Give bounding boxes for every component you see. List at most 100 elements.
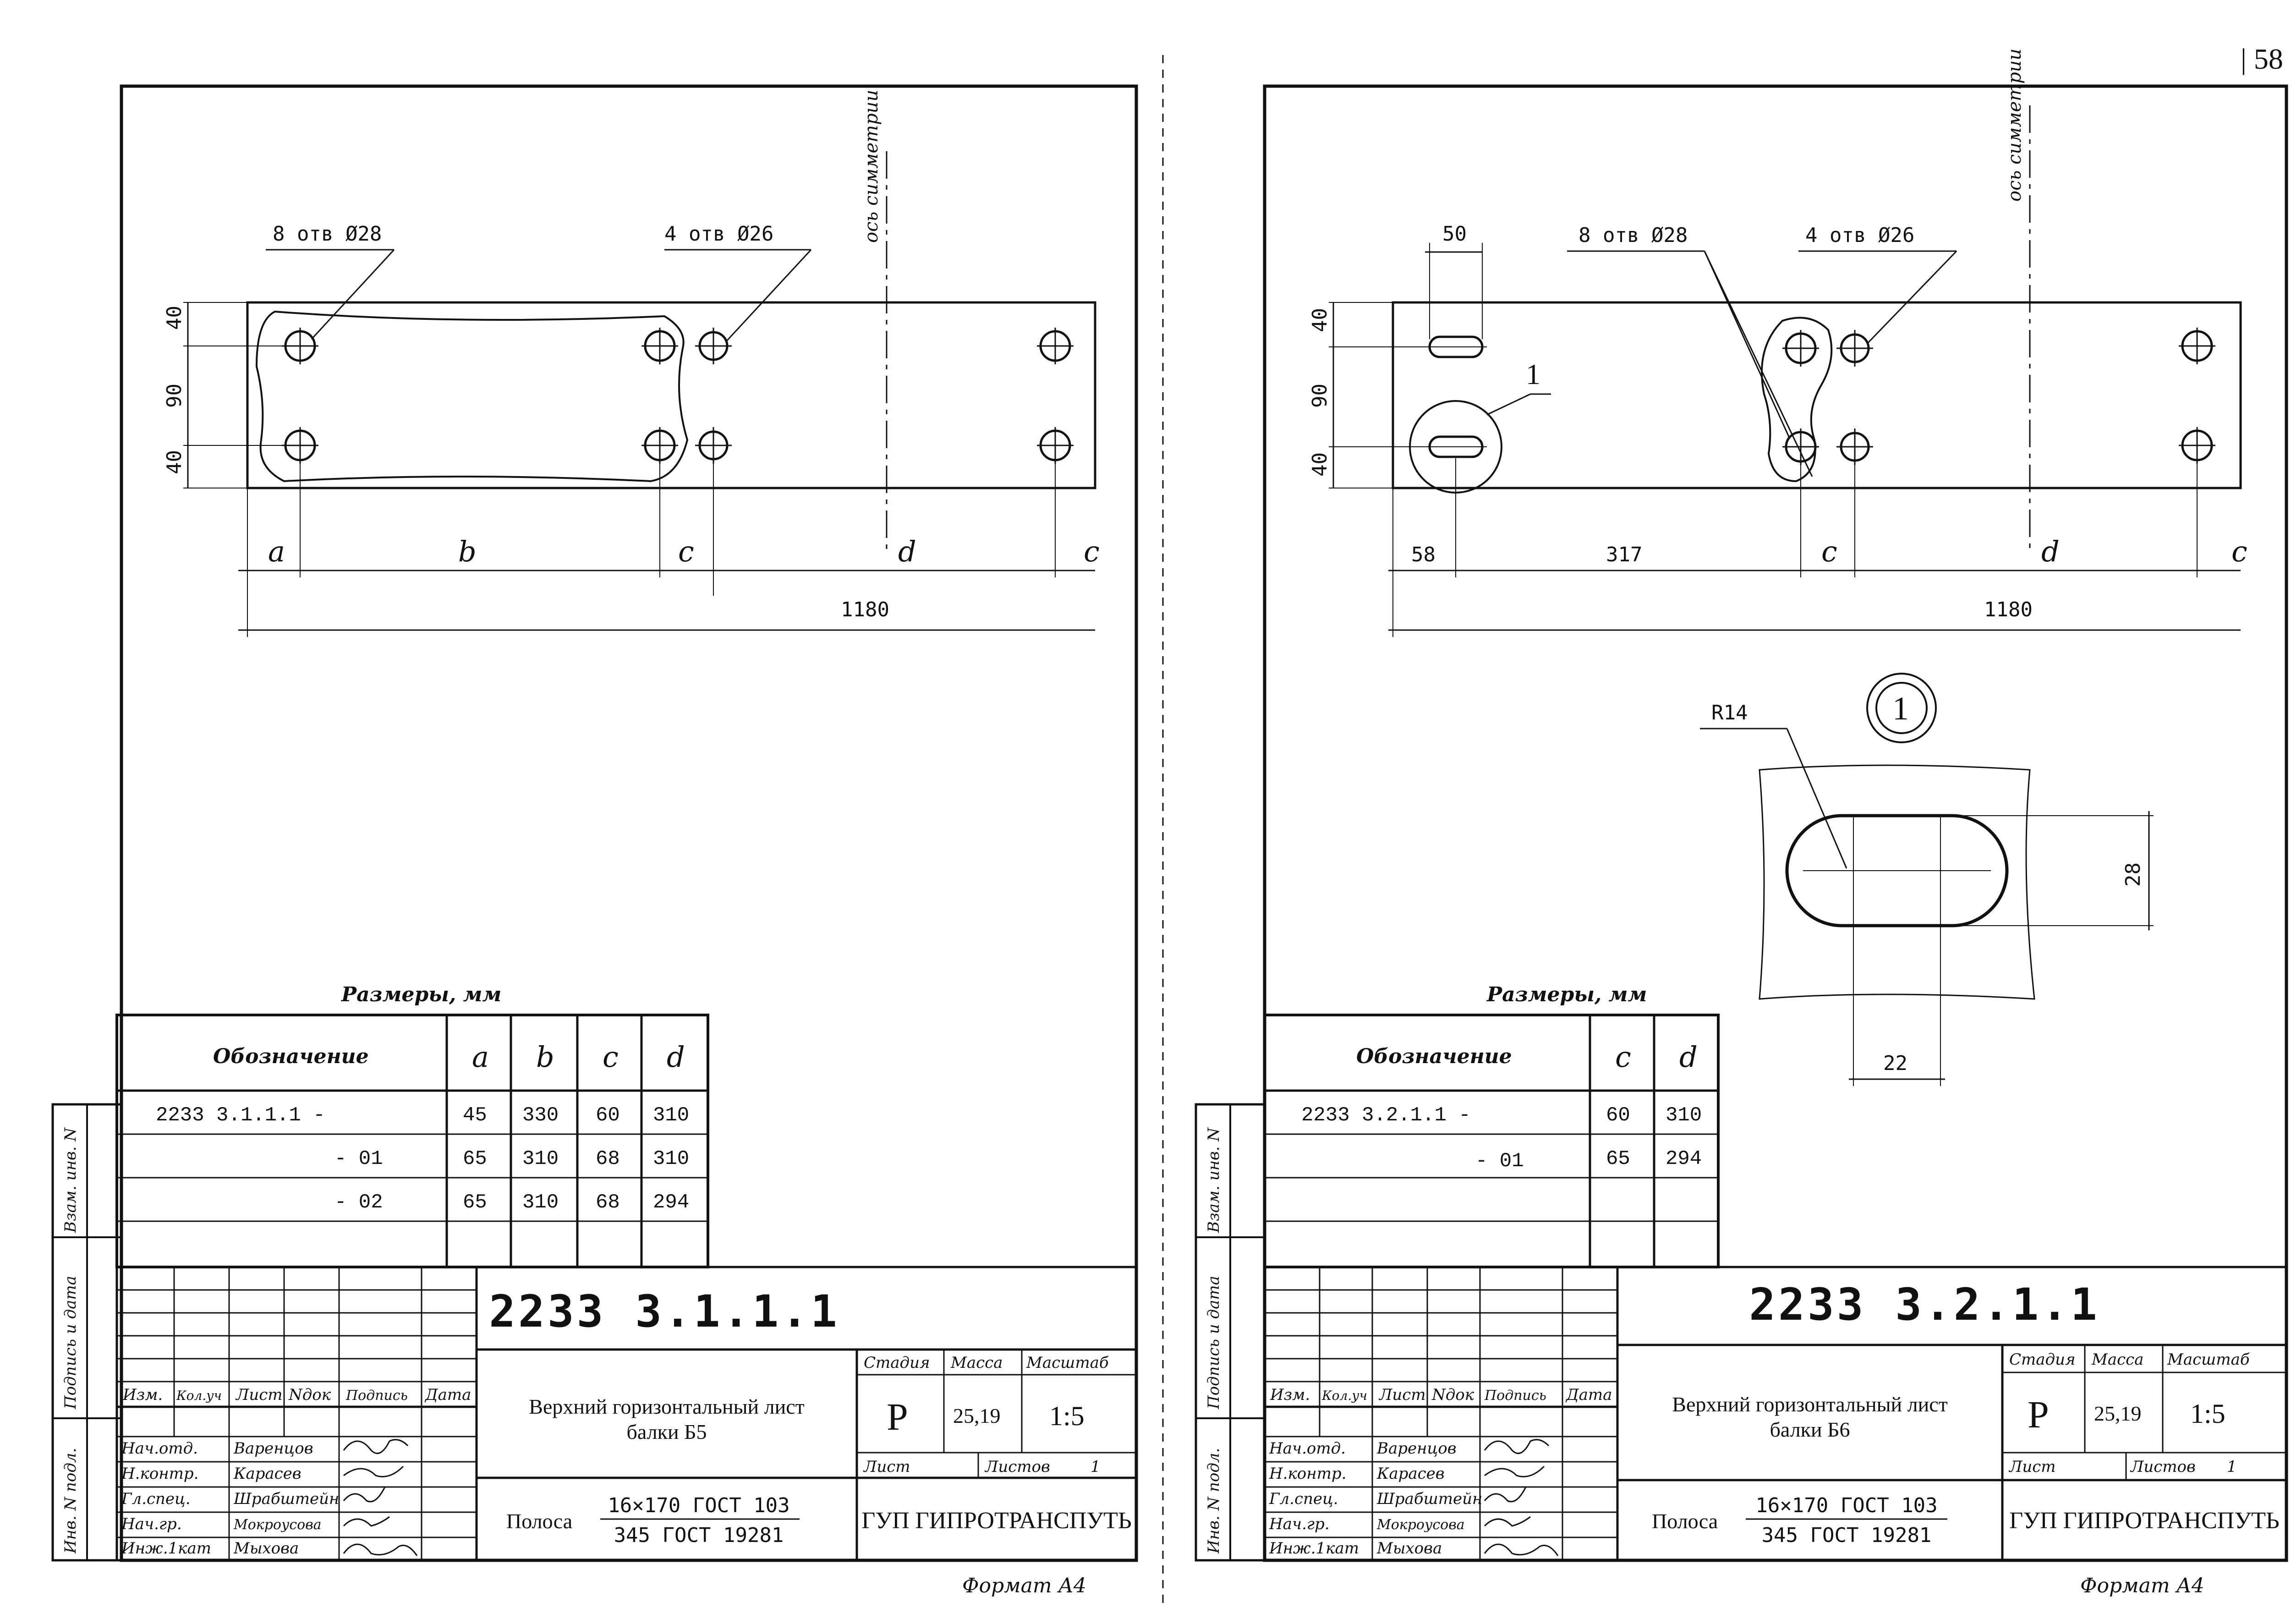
svg-text:Nдок: Nдок	[1431, 1386, 1474, 1404]
svg-text:68: 68	[596, 1191, 620, 1214]
svg-text:Дата: Дата	[424, 1386, 471, 1404]
svg-text:Шрабштейн: Шрабштейн	[233, 1490, 339, 1508]
svg-text:330: 330	[522, 1104, 559, 1127]
signature-scribble	[343, 1543, 418, 1556]
svg-text:Шрабштейн: Шрабштейн	[1376, 1490, 1482, 1508]
svg-text:310: 310	[1666, 1104, 1702, 1127]
svg-text:Лист: Лист	[863, 1458, 910, 1476]
hole-big	[282, 328, 318, 364]
drawing-title: Верхний горизонтальный лист	[529, 1395, 804, 1418]
svg-text:1: 1	[1091, 1458, 1101, 1476]
slot-hole	[1425, 335, 1487, 358]
svg-text:Гл.спец.: Гл.спец.	[121, 1490, 191, 1508]
detail-height: 28	[2121, 862, 2145, 887]
svg-text:Варенцов: Варенцов	[1376, 1439, 1457, 1458]
dim-b: b	[458, 535, 477, 568]
table-row: - 02 65 310 68 294	[334, 1191, 689, 1214]
signature-scribble	[1484, 1543, 1559, 1556]
dims-table: Обозначение a b c d 2233 3.1.1.1 - 45 33…	[115, 1014, 709, 1268]
dim-c: c	[1821, 535, 1837, 568]
svg-text:Мыхова: Мыхова	[1376, 1539, 1442, 1558]
svg-text:2233 3.1.1.1 -: 2233 3.1.1.1 -	[156, 1104, 325, 1127]
scale-value: 1:5	[1049, 1401, 1085, 1431]
format-label: Формат А4	[2080, 1574, 2204, 1597]
svg-text:Гл.спец.: Гл.спец.	[1269, 1490, 1338, 1508]
hole-small	[1836, 330, 1873, 367]
signature-scribble	[343, 1487, 386, 1503]
svg-text:Н.контр.: Н.контр.	[121, 1465, 198, 1483]
table-header: c	[603, 1040, 619, 1074]
svg-text:310: 310	[522, 1147, 559, 1170]
detail-label: 1	[1892, 690, 1909, 727]
stage-value: Р	[887, 1396, 908, 1438]
svg-text:Изм.: Изм.	[122, 1386, 163, 1404]
dim-40-top: 40	[163, 306, 186, 330]
svg-text:Нач.гр.: Нач.гр.	[1269, 1515, 1330, 1533]
holes-small-label: 4 отв Ø26	[1805, 224, 1914, 247]
hole-small	[1836, 428, 1873, 465]
drawing-code: 2233 3.1.1.1	[489, 1286, 840, 1337]
slot-detail	[1785, 814, 2009, 927]
dim-40-top: 40	[1308, 308, 1332, 332]
dim-total: 1180	[1984, 598, 2033, 621]
svg-text:Мокроусова: Мокроусова	[233, 1517, 322, 1533]
dim-40-bottom: 40	[1308, 452, 1332, 477]
hole-big	[1037, 328, 1074, 364]
holes-big-label: 8 отв Ø28	[1578, 224, 1688, 247]
svg-text:65: 65	[463, 1147, 487, 1170]
sheet-frame	[1263, 84, 2288, 1562]
svg-text:68: 68	[596, 1147, 620, 1170]
sheet-left: 8 отв Ø28 4 отв Ø26 ось симметрии 40 90 …	[51, 84, 1138, 1597]
dim-90: 90	[163, 384, 186, 408]
svg-text:65: 65	[463, 1191, 487, 1214]
svg-text:310: 310	[653, 1147, 689, 1170]
svg-text:16×170 ГОСТ 103: 16×170 ГОСТ 103	[1755, 1494, 1937, 1517]
svg-text:Подпись: Подпись	[345, 1388, 408, 1404]
dim-50: 50	[1442, 222, 1467, 246]
svg-text:Инж.1кат: Инж.1кат	[1269, 1539, 1359, 1558]
breakline-contour	[1761, 317, 1833, 483]
svg-text:Инж.1кат: Инж.1кат	[121, 1539, 211, 1558]
signature-scribble	[343, 1439, 409, 1454]
svg-text:Nдок: Nдок	[288, 1386, 331, 1404]
dims-header: Размеры, мм	[340, 983, 501, 1006]
dim-c2: c	[2231, 535, 2247, 568]
svg-text:60: 60	[1606, 1104, 1630, 1127]
dim-58: 58	[1411, 543, 1436, 566]
svg-text:310: 310	[522, 1191, 559, 1214]
side-label: Подпись и дата	[61, 1276, 80, 1410]
side-label: Взам. инв. N	[1205, 1127, 1223, 1233]
table-row: - 01 65 310 68 310	[334, 1147, 689, 1170]
dim-90: 90	[1308, 384, 1332, 408]
hole-big	[641, 328, 678, 364]
svg-text:345 ГОСТ 19281: 345 ГОСТ 19281	[614, 1524, 784, 1547]
side-label: Инв. N подл.	[1205, 1448, 1223, 1554]
drawing-title: балки Б6	[1770, 1418, 1850, 1441]
svg-text:45: 45	[463, 1104, 487, 1127]
svg-text:- 01: - 01	[1475, 1150, 1524, 1173]
hole-big	[1782, 428, 1819, 465]
svg-text:Стадия: Стадия	[864, 1354, 930, 1372]
signature-scribble	[1484, 1439, 1550, 1454]
dim-c2: c	[1084, 535, 1100, 568]
dims-header: Размеры, мм	[1486, 983, 1647, 1006]
svg-text:Подпись: Подпись	[1484, 1388, 1546, 1404]
breakline-contour	[255, 310, 689, 483]
drawing-code: 2233 3.2.1.1	[1749, 1279, 2100, 1330]
leader-line	[725, 249, 812, 342]
signature-scribble	[343, 1465, 404, 1477]
svg-text:Дата: Дата	[1565, 1386, 1612, 1404]
svg-text:Лист: Лист	[235, 1386, 283, 1404]
plate-outline	[246, 301, 1096, 489]
svg-text:294: 294	[653, 1191, 689, 1214]
svg-text:Н.контр.: Н.контр.	[1269, 1465, 1346, 1483]
dim-d: d	[2041, 535, 2060, 568]
svg-text:1: 1	[2227, 1458, 2237, 1476]
plate-outline	[1392, 301, 2242, 489]
table-header: c	[1615, 1040, 1631, 1074]
mass-value: 25,19	[953, 1404, 1001, 1427]
svg-text:Масштаб: Масштаб	[2167, 1350, 2250, 1369]
side-strip: Взам. инв. N Подпись и дата Инв. N подл.	[1195, 1103, 1266, 1562]
svg-text:Масса: Масса	[950, 1354, 1003, 1372]
